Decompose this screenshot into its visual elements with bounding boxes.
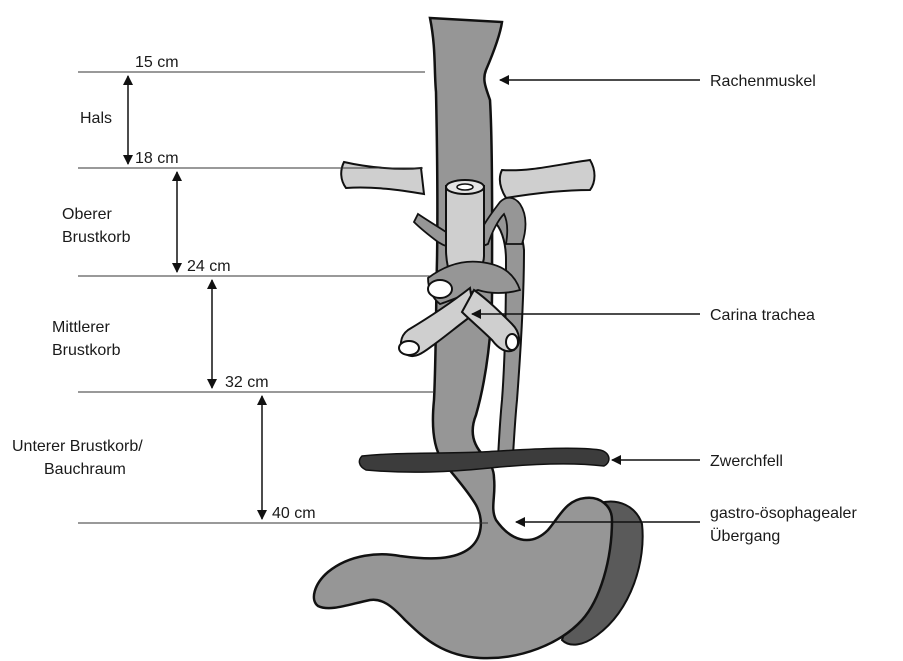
region-label-oberer-2: Brustkorb [62, 229, 131, 246]
callout-label-rachenmuskel: Rachenmuskel [710, 73, 816, 90]
esophagus-and-stomach [314, 18, 612, 658]
depth-label-32: 32 cm [225, 374, 269, 391]
depth-label-40: 40 cm [272, 505, 316, 522]
region-label-unterer-1: Unterer Brustkorb/ [12, 438, 143, 455]
clavicle-left [341, 162, 424, 194]
region-label-mittlerer-1: Mittlerer [52, 319, 110, 336]
range-arrows [128, 76, 262, 519]
region-label-hals: Hals [80, 110, 112, 127]
callout-label-carina: Carina trachea [710, 307, 815, 324]
region-label-oberer-1: Oberer [62, 206, 112, 223]
depth-label-18: 18 cm [135, 150, 179, 167]
depth-label-15: 15 cm [135, 54, 179, 71]
bronchus-stub-opening [428, 280, 452, 298]
anatomy-illustration [314, 18, 643, 658]
callout-label-uebergang-1: gastro-ösophagealer [710, 505, 857, 522]
depth-label-24: 24 cm [187, 258, 231, 275]
bronchus-left-opening [399, 341, 419, 355]
region-label-mittlerer-2: Brustkorb [52, 342, 121, 359]
region-label-unterer-2: Bauchraum [44, 461, 126, 478]
diaphragm [359, 448, 609, 472]
callout-label-uebergang-2: Übergang [710, 527, 780, 545]
clavicle-right [500, 160, 595, 198]
callout-label-zwerchfell: Zwerchfell [710, 453, 783, 470]
trachea-lumen [457, 184, 473, 190]
bronchus-right-opening [506, 334, 518, 350]
